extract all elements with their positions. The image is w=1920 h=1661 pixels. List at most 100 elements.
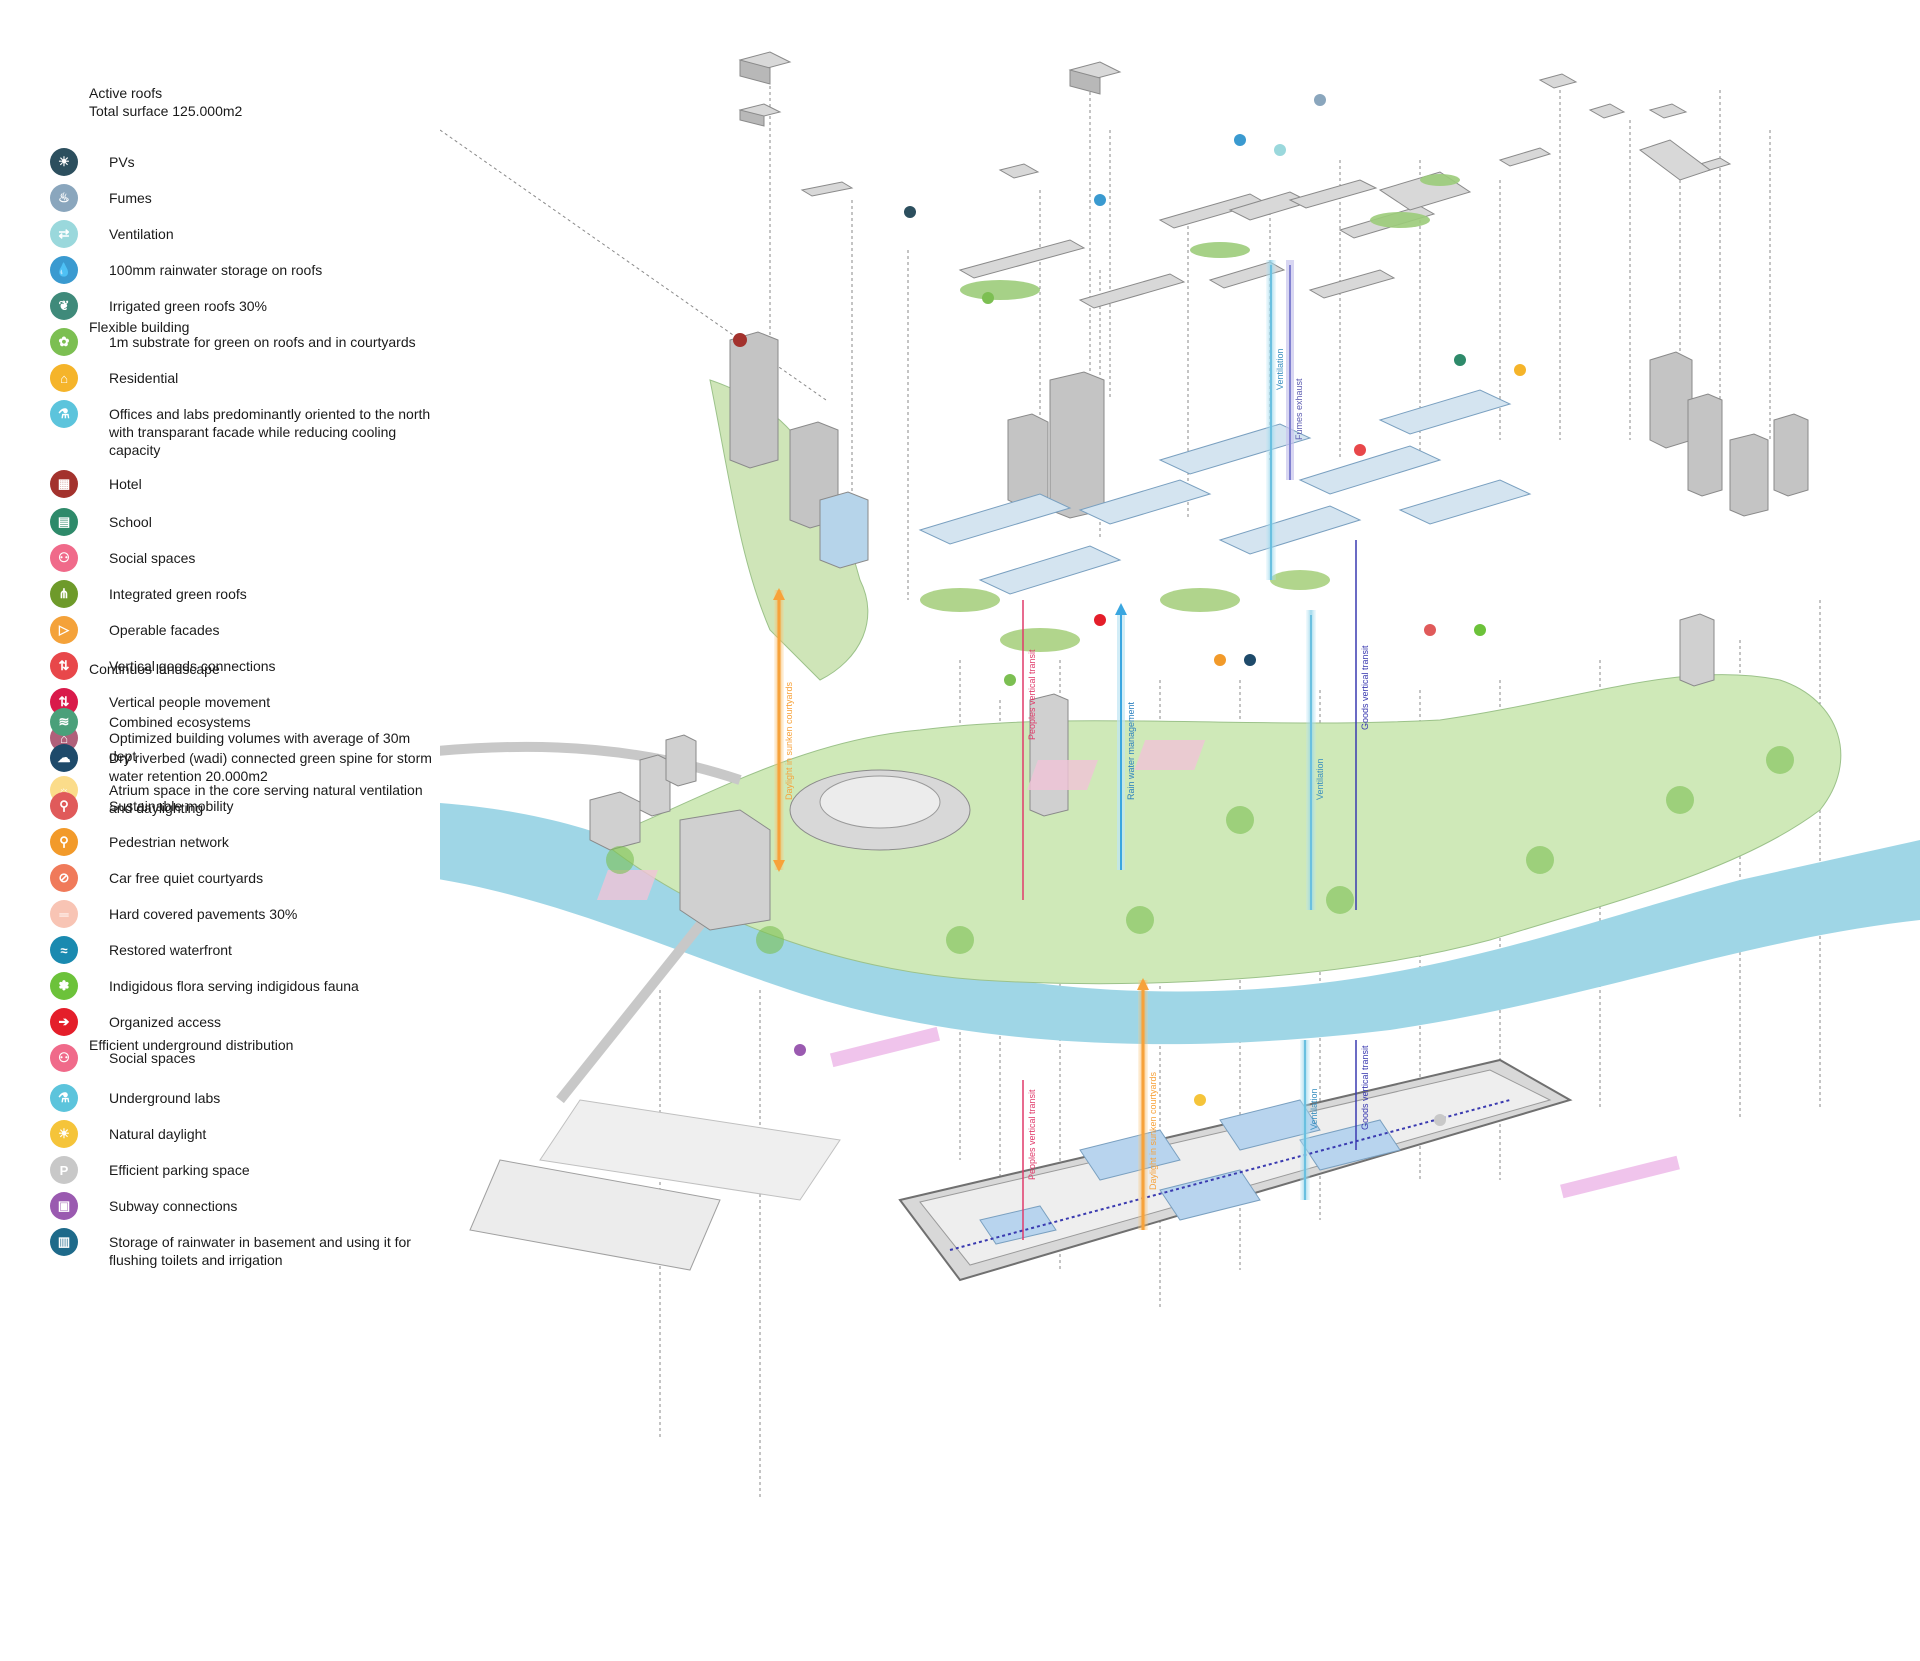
roof-layer: [738, 51, 1732, 309]
ventilation-bottom-label: Ventilation: [1309, 1088, 1319, 1130]
legend-item: ⇅ Vertical goods connections: [50, 652, 439, 680]
legend-section-title-underground: Efficient underground distribution: [89, 1037, 294, 1053]
legend-item-label: PVs: [109, 154, 135, 170]
ventilation-top-label: Ventilation: [1275, 348, 1285, 390]
legend-item-label: 1m substrate for green on roofs and in c…: [109, 334, 416, 350]
daylight-bottom-label: Daylight in sunken courtyards: [1148, 1071, 1158, 1190]
legend-item-label: Storage of rainwater in basement and usi…: [109, 1234, 411, 1268]
legend-section-title-flexible-building: Flexible building: [89, 319, 190, 335]
legend-item-label: Atrium space in the core serving natural…: [109, 782, 423, 816]
substrate-marker-icon: [982, 292, 994, 304]
legend-item: ═Hard covered pavements 30%: [50, 900, 439, 928]
school-marker-icon: [1454, 354, 1466, 366]
ventilation-icon: ⇄: [50, 220, 78, 248]
flow-labels: Daylight in sunken courtyards Daylight i…: [784, 348, 1370, 1190]
legend-item: ⚗Underground labs: [50, 1084, 439, 1112]
waterfront-icon: ≈: [50, 936, 78, 964]
legend-item: ⚲ Pedestrian network: [50, 828, 439, 856]
legend-item: ▥ Storage of rainwater in basement and us…: [50, 1228, 439, 1269]
underground-layer: [469, 1026, 1680, 1282]
legend-item: ♨ Fumes: [50, 184, 439, 212]
daylight-marker-icon: [1194, 1094, 1206, 1106]
pv-panel-icon: ☀: [50, 148, 78, 176]
fumes-marker-icon: [1314, 94, 1326, 106]
legend-item-label: Integrated green roofs: [109, 586, 247, 602]
legend-item-label: Natural daylight: [109, 1126, 207, 1142]
bike-marker-icon: [1424, 624, 1436, 636]
legend-section-title-active-roofs: Active roofs: [89, 85, 163, 101]
map-markers: [733, 94, 1526, 1126]
rain-cloud-icon: ☁: [50, 744, 78, 772]
people-icon: ⚇: [50, 1044, 78, 1072]
no-car-icon: ⊘: [50, 864, 78, 892]
legend-item-label: Hotel: [109, 476, 142, 492]
legend-item-label: Subway connections: [109, 1198, 238, 1214]
daylight-top-label: Daylight in sunken courtyards: [784, 681, 794, 800]
legend-item-label: School: [109, 514, 152, 530]
legend-item: ☀Natural daylight: [50, 1120, 439, 1148]
ecosystem-icon: ≋: [50, 708, 78, 736]
legend-item: ⚇ Social spaces: [50, 1044, 439, 1072]
people-top-label: Peoples vertical transit: [1027, 649, 1037, 740]
access-marker-icon: [1094, 614, 1106, 626]
rain-label: Rain water management: [1126, 701, 1136, 800]
legend-item: ✽Indigidous flora serving indigidous fau…: [50, 972, 439, 1000]
legend-item: ⋔Integrated green roofs: [50, 580, 439, 608]
legend-item-label: Vertical goods connections: [109, 658, 276, 674]
legend-item: ▦ Hotel: [50, 470, 439, 498]
legend-item-label: Vertical people movement: [109, 694, 271, 710]
legend-item: ▷Operable facades: [50, 616, 439, 644]
irrigated-roof-icon: ❦: [50, 292, 78, 320]
pedestrian-icon: ⚲: [50, 828, 78, 856]
legend-item-label: Underground labs: [109, 1090, 221, 1106]
flora-marker-icon: [1004, 674, 1016, 686]
ventilation-mid-label: Ventilation: [1315, 758, 1325, 800]
legend-item: ➔Organized access: [50, 1008, 439, 1036]
legend-item-label: Operable facades: [109, 622, 220, 638]
substrate-plant-icon: ✿: [50, 328, 78, 356]
legend-section-title-continuos-landscape: Continuos landscape: [89, 661, 220, 677]
legend-item-label: Dry riverbed (wadi) connected green spin…: [109, 750, 432, 784]
exploded-axonometric-diagram: Daylight in sunken courtyards Daylight i…: [359, 40, 1920, 1640]
axonometric-svg: Daylight in sunken courtyards Daylight i…: [359, 51, 1920, 1500]
legend-item: ⇄ Ventilation: [50, 220, 439, 248]
legend-item: ❦Irrigated green roofs 30%: [50, 292, 439, 320]
rain-marker-2-icon: [1234, 134, 1246, 146]
legend-item-label: Fumes: [109, 190, 152, 206]
pedestrian-marker-icon: [1214, 654, 1226, 666]
residential-marker-icon: [1514, 364, 1526, 376]
legend-item: ⚲Sustainable mobility: [50, 792, 439, 820]
water-tank-icon: ▥: [50, 1228, 78, 1256]
legend-item: ⚗Offices and labs predominantly oriented…: [50, 400, 439, 459]
sprout-icon: ✽: [50, 972, 78, 1000]
legend-item-label: Pedestrian network: [109, 834, 229, 850]
legend-item-label: Residential: [109, 370, 179, 386]
pavement-icon: ═: [50, 900, 78, 928]
legend-section-subtitle: Total surface 125.000m2: [89, 103, 243, 119]
goods-marker-icon: [1354, 444, 1366, 456]
building-layer: [709, 331, 1809, 681]
legend-item: ≈ Restored waterfront: [50, 936, 439, 964]
subway-icon: ▣: [50, 1192, 78, 1220]
bicycle-icon: ⚲: [50, 792, 78, 820]
flora-marker-2-icon: [1474, 624, 1486, 636]
goods-top-label: Goods vertical transit: [1360, 645, 1370, 730]
parking-marker-icon: [1434, 1114, 1446, 1126]
legend-item: ⊘Car free quiet courtyards: [50, 864, 439, 892]
goods-bottom-label: Goods vertical transit: [1360, 1045, 1370, 1130]
legend-item: ⚇Social spaces: [50, 544, 439, 572]
legend-item-label: Organized access: [109, 1014, 222, 1030]
parking-icon: P: [50, 1156, 78, 1184]
legend-item-label: Combined ecosystems: [109, 714, 251, 730]
fumes-icon: ♨: [50, 184, 78, 212]
flask-icon: ⚗: [50, 400, 78, 428]
hotel-marker-icon: [733, 333, 747, 347]
legend-item-label: Social spaces: [109, 1050, 196, 1066]
goods-arrows-icon: ⇅: [50, 652, 78, 680]
school-icon: ▤: [50, 508, 78, 536]
legend-item-label: Ventilation: [109, 226, 174, 242]
hotel-icon: ▦: [50, 470, 78, 498]
legend-item-label: Restored waterfront: [109, 942, 232, 958]
people-icon: ⚇: [50, 544, 78, 572]
